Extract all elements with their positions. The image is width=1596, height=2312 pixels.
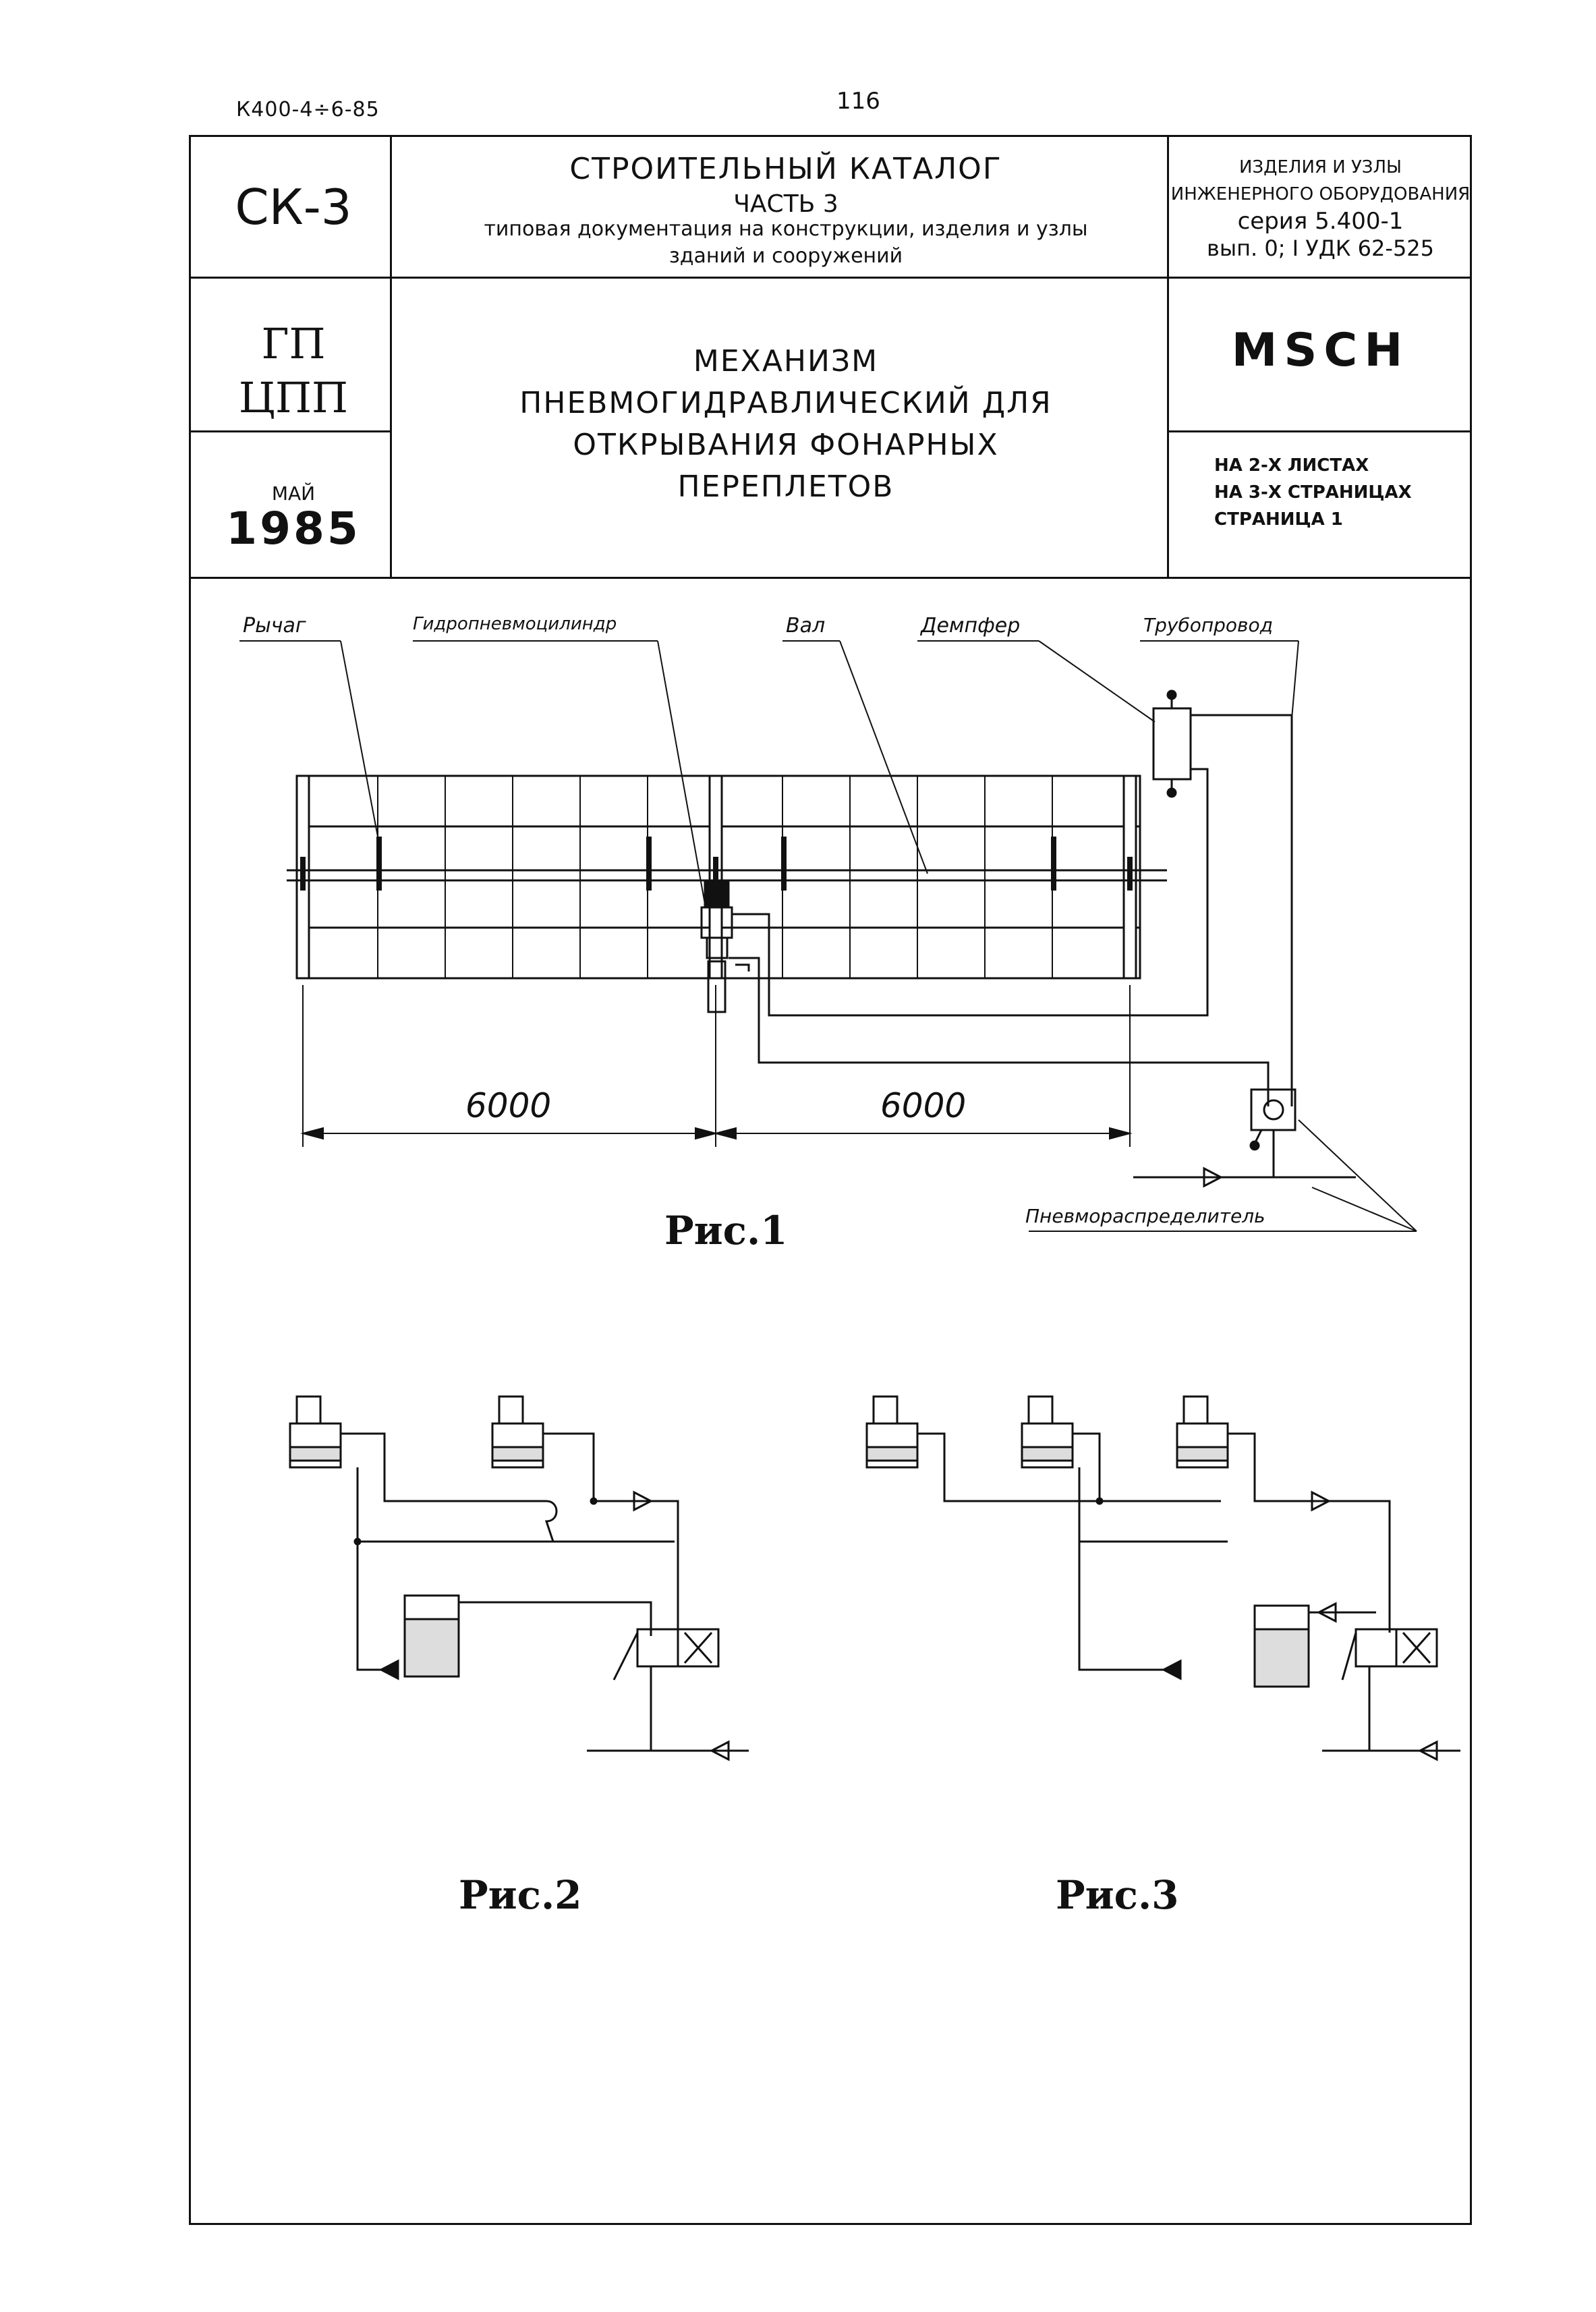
caption-fig1: Рис.1 [664,1208,788,1253]
issue-month: МАЙ [271,482,316,505]
main-title: МЕХАНИЗМ ПНЕВМОГИДРАВЛИЧЕСКИЙ ДЛЯ ОТКРЫВ… [398,341,1174,508]
fig3-cylinder-3 [1176,1395,1229,1469]
skylight-frame-drawing [239,640,1417,1232]
fig3-valve [1341,1628,1438,1681]
main-title-line-2: ПНЕВМОГИДРАВЛИЧЕСКИЙ ДЛЯ [519,386,1052,420]
fig2-cylinder-2 [491,1395,544,1469]
titleblock-hline-3 [189,430,391,432]
label-pipeline: Трубопровод [1143,614,1274,636]
org-line-1: ГП [261,319,326,368]
sheet-count: НА 2-Х ЛИСТАХ НА 3-Х СТРАНИЦАХ СТРАНИЦА … [1214,452,1471,533]
sheets-line-1: НА 2-Х ЛИСТАХ [1214,455,1369,476]
catalog-desc-line-2: зданий и сооружений [668,244,903,268]
titleblock-hline-4 [1167,430,1472,432]
section-line-2: ИНЖЕНЕРНОГО ОБОРУДОВАНИЯ [1170,184,1471,204]
caption-fig3: Рис.3 [1056,1872,1179,1918]
levers [300,837,1133,891]
hydropneumatic-cylinder [700,879,733,1013]
drawing-frame [189,135,1472,2225]
pipelines [729,714,1293,1106]
titleblock-vline-1 [390,135,392,578]
label-cylinder: Гидропневмоцилиндр [413,614,617,634]
section-info: ИЗДЕЛИЯ И УЗЛЫ ИНЖЕНЕРНОГО ОБОРУДОВАНИЯ … [1170,154,1471,262]
fig2-cylinder-1 [289,1395,342,1469]
caption-fig2: Рис.2 [459,1872,582,1918]
issue-year: 1985 [226,503,361,555]
fig2-valve [612,1628,720,1681]
frame-mullions [377,776,1053,978]
dimension-right: 6000 [880,1086,967,1125]
series-line: серия 5.400-1 [1237,208,1404,235]
main-title-line-3: ОТКРЫВАНИЯ ФОНАРНЫХ [573,428,999,462]
page-number: 116 [836,88,880,115]
catalog-desc-line-1: типовая документация на конструкции, изд… [484,217,1088,241]
section-line-1: ИЗДЕЛИЯ И УЗЛЫ [1239,157,1402,177]
org-line-2: ЦПП [238,373,349,422]
titleblock-hline-2 [189,577,1472,579]
sheets-line-3: СТРАНИЦА 1 [1214,509,1343,530]
figure-3-schematic [865,1395,1460,1761]
main-title-line-1: МЕХАНИЗМ [693,344,879,378]
titleblock-vline-2 [1167,135,1169,578]
catalog-title: СТРОИТЕЛЬНЫЙ КАТАЛОГ [569,152,1002,186]
issue-line: вып. 0; I УДК 62-525 [1206,235,1435,261]
fig3-cylinder-1 [865,1395,919,1469]
main-title-line-4: ПЕРЕПЛЕТОВ [677,470,894,504]
pneumatic-distributor [1133,1088,1356,1188]
sheets-line-2: НА 3-Х СТРАНИЦАХ [1214,482,1412,503]
fig3-tank [1253,1604,1310,1688]
leader-lines [239,640,1417,1232]
figure-2-schematic [289,1395,749,1761]
catalog-code: СК-3 [235,179,352,235]
dimension-lines [300,985,1133,1147]
catalog-description: типовая документация на конструкции, изд… [398,216,1174,270]
fig3-cylinder-2 [1021,1395,1074,1469]
product-code: MSCH [1231,324,1410,377]
organization: ГП ЦПП [202,317,384,425]
document-code: К400-4÷6-85 [236,98,380,121]
label-damper: Демпфер [921,614,1021,638]
label-distributor: Пневмораспределитель [1025,1205,1265,1227]
titleblock-hline-1 [189,277,1472,279]
label-lever: Рычаг [243,614,306,638]
fig2-tank [403,1594,460,1678]
label-shaft: Вал [786,614,826,638]
dimension-left: 6000 [465,1086,552,1125]
damper [1152,689,1192,798]
catalog-part: ЧАСТЬ 3 [733,190,838,218]
